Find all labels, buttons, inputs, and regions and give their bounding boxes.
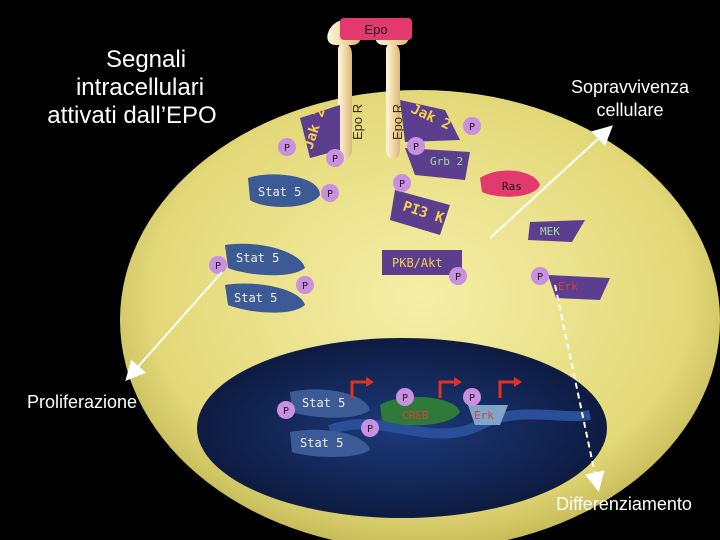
transcription-arrows bbox=[350, 377, 522, 398]
svg-text:P: P bbox=[302, 281, 308, 292]
receptor-right-label: Epo R bbox=[390, 104, 405, 140]
arrow-to-survival bbox=[489, 125, 613, 239]
pi3k: PI3 K bbox=[390, 190, 450, 235]
phospho-site: P bbox=[463, 388, 481, 406]
erk-cytoplasm-label: Erk bbox=[558, 280, 578, 293]
erk-nuclear-label: Erk bbox=[474, 409, 494, 422]
stat5-nuclear-b-label: Stat 5 bbox=[300, 436, 343, 450]
title-line-1: Segnali bbox=[106, 46, 186, 73]
phospho-sites: P P P P P P P P P P P P P P bbox=[209, 117, 549, 437]
grb2: Grb 2 bbox=[405, 148, 470, 180]
svg-text:P: P bbox=[215, 261, 221, 272]
phospho-site: P bbox=[278, 138, 296, 156]
title-line-2: intracellulari bbox=[76, 74, 204, 101]
stat5-mid-a-label: Stat 5 bbox=[236, 251, 279, 265]
svg-text:P: P bbox=[284, 143, 290, 154]
survival-label-line-1: Sopravvivenza bbox=[571, 77, 690, 97]
stat5-nuclear-a: Stat 5 bbox=[290, 389, 370, 418]
phospho-site: P bbox=[361, 419, 379, 437]
svg-text:P: P bbox=[469, 122, 475, 133]
svg-text:P: P bbox=[413, 142, 419, 153]
phospho-site: P bbox=[393, 174, 411, 192]
phospho-site: P bbox=[321, 184, 339, 202]
erk-cytoplasm: Erk bbox=[548, 275, 610, 300]
phospho-site: P bbox=[463, 117, 481, 135]
receptor-left-label: Epo R bbox=[350, 104, 365, 140]
svg-text:P: P bbox=[537, 272, 543, 283]
stat5-upper-label: Stat 5 bbox=[258, 185, 301, 199]
stat5-nuclear-b: Stat 5 bbox=[290, 429, 370, 457]
pkb-akt-label: PKB/Akt bbox=[392, 256, 443, 270]
pkb-akt: PKB/Akt bbox=[382, 250, 462, 275]
erk-nuclear: Erk bbox=[468, 405, 508, 425]
mek-label: MEK bbox=[540, 225, 560, 238]
grb2-label: Grb 2 bbox=[430, 155, 463, 168]
phospho-site: P bbox=[449, 267, 467, 285]
svg-text:P: P bbox=[367, 424, 373, 435]
stat5-mid-b: Stat 5 bbox=[225, 283, 305, 313]
phospho-site: P bbox=[209, 256, 227, 274]
stat5-mid-b-label: Stat 5 bbox=[234, 291, 277, 305]
ras: Ras bbox=[480, 170, 540, 197]
svg-text:P: P bbox=[455, 272, 461, 283]
stat5-nuclear-a-label: Stat 5 bbox=[302, 396, 345, 410]
phospho-site: P bbox=[531, 267, 549, 285]
stat5-mid-a: Stat 5 bbox=[225, 243, 305, 276]
epo-ligand bbox=[340, 18, 412, 40]
differentiation-label: Differenziamento bbox=[556, 494, 692, 514]
creb-label: CREB bbox=[402, 409, 429, 422]
epo-ligand-label: Epo bbox=[364, 22, 387, 37]
ras-label: Ras bbox=[502, 180, 522, 193]
phospho-site: P bbox=[407, 137, 425, 155]
mek: MEK bbox=[528, 220, 585, 242]
phospho-site: P bbox=[396, 388, 414, 406]
svg-text:P: P bbox=[327, 189, 333, 200]
stat5-upper: Stat 5 bbox=[248, 174, 320, 207]
proliferation-label: Proliferazione bbox=[27, 392, 137, 412]
title-line-3: attivati dall’EPO bbox=[47, 102, 216, 129]
svg-text:P: P bbox=[469, 393, 475, 404]
svg-text:P: P bbox=[332, 154, 338, 165]
svg-text:P: P bbox=[283, 406, 289, 417]
phospho-site: P bbox=[296, 276, 314, 294]
arrow-to-proliferation bbox=[125, 271, 223, 381]
phospho-site: P bbox=[326, 149, 344, 167]
arrow-to-differentiation bbox=[554, 284, 605, 492]
svg-text:P: P bbox=[402, 393, 408, 404]
svg-text:P: P bbox=[399, 179, 405, 190]
survival-label-line-2: cellulare bbox=[596, 100, 663, 120]
phospho-site: P bbox=[277, 401, 295, 419]
